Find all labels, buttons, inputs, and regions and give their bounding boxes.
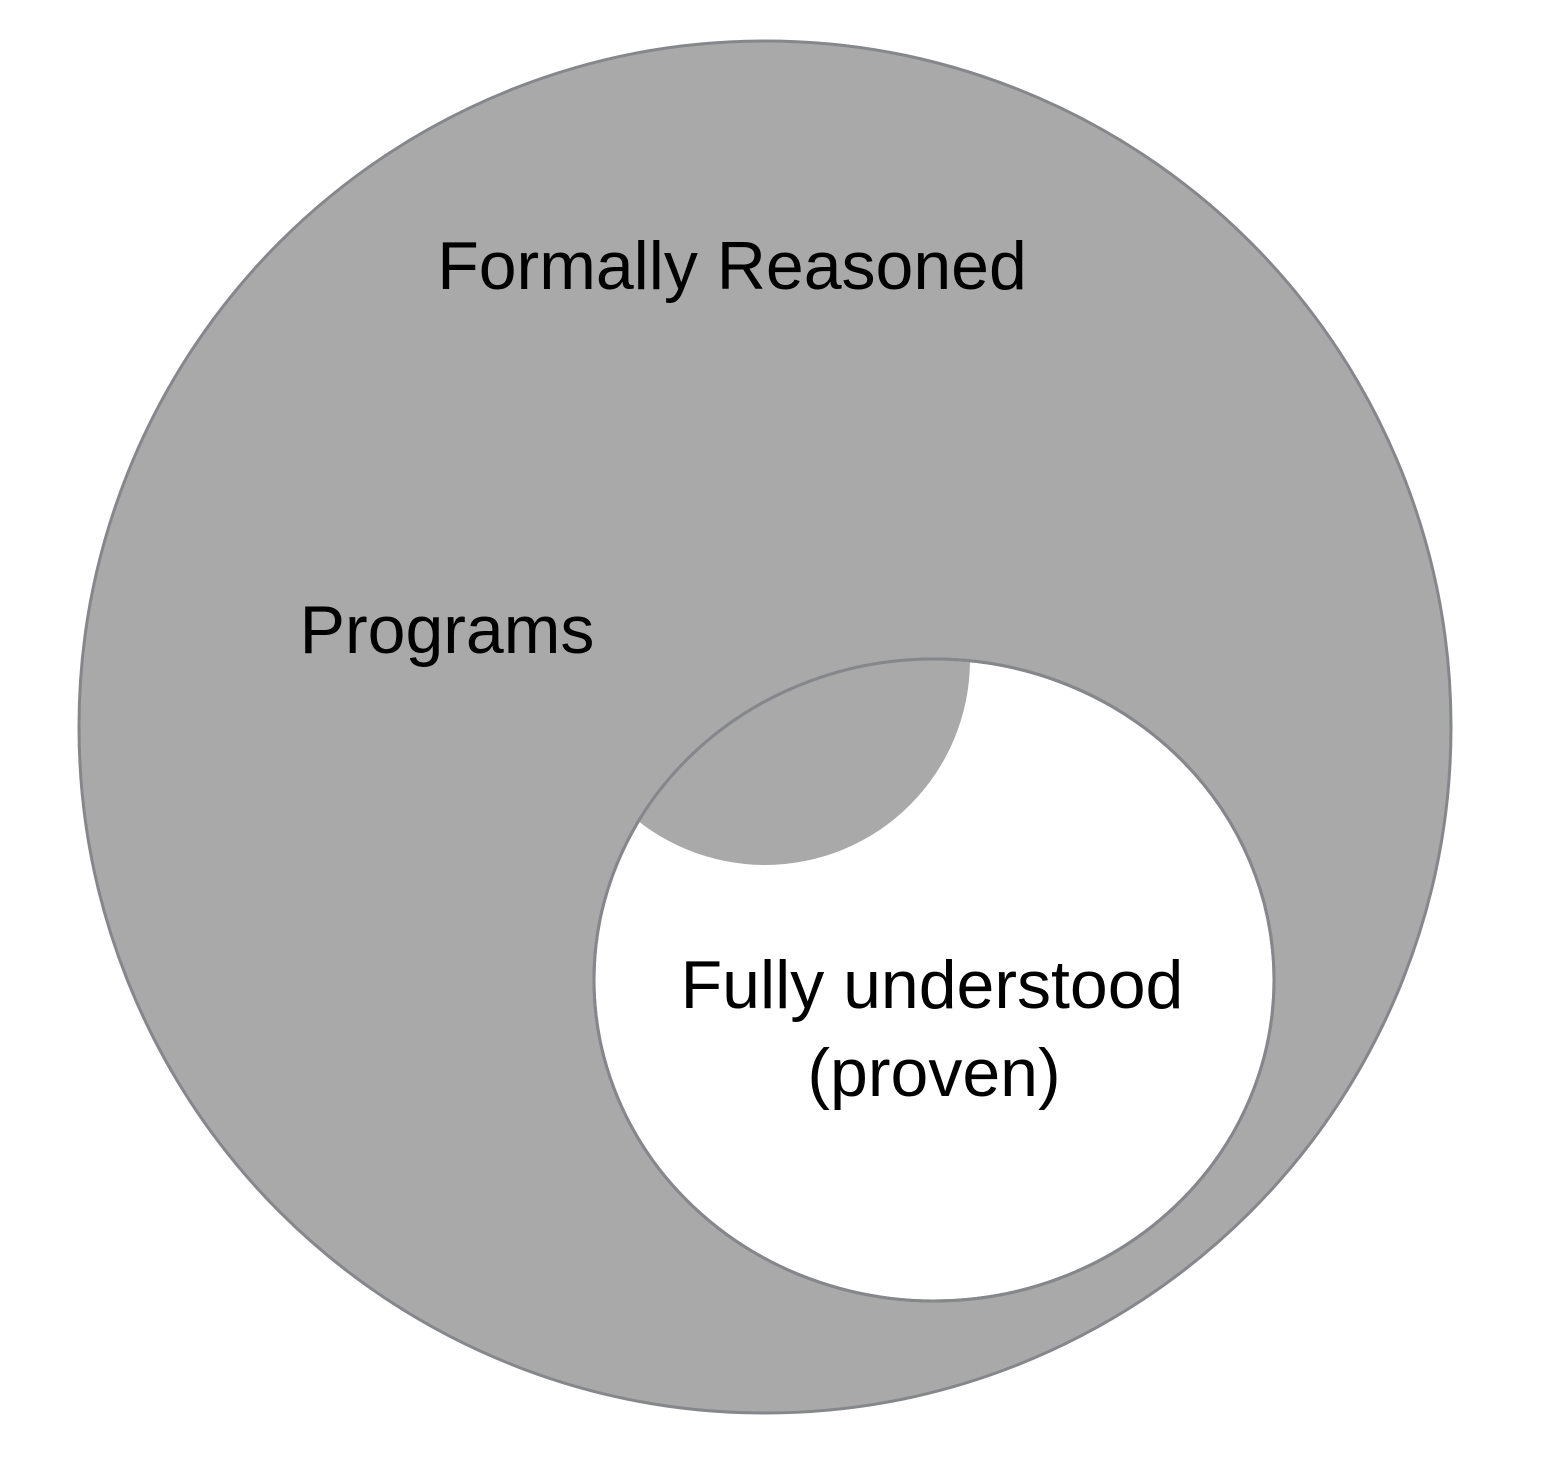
label-proven: (proven): [807, 1035, 1060, 1111]
label-programs: Programs: [300, 592, 595, 668]
fully-understood-outline: [592, 657, 1276, 1303]
label-fully-understood: Fully understood: [681, 947, 1184, 1023]
label-formally-reasoned: Formally Reasoned: [437, 228, 1027, 304]
